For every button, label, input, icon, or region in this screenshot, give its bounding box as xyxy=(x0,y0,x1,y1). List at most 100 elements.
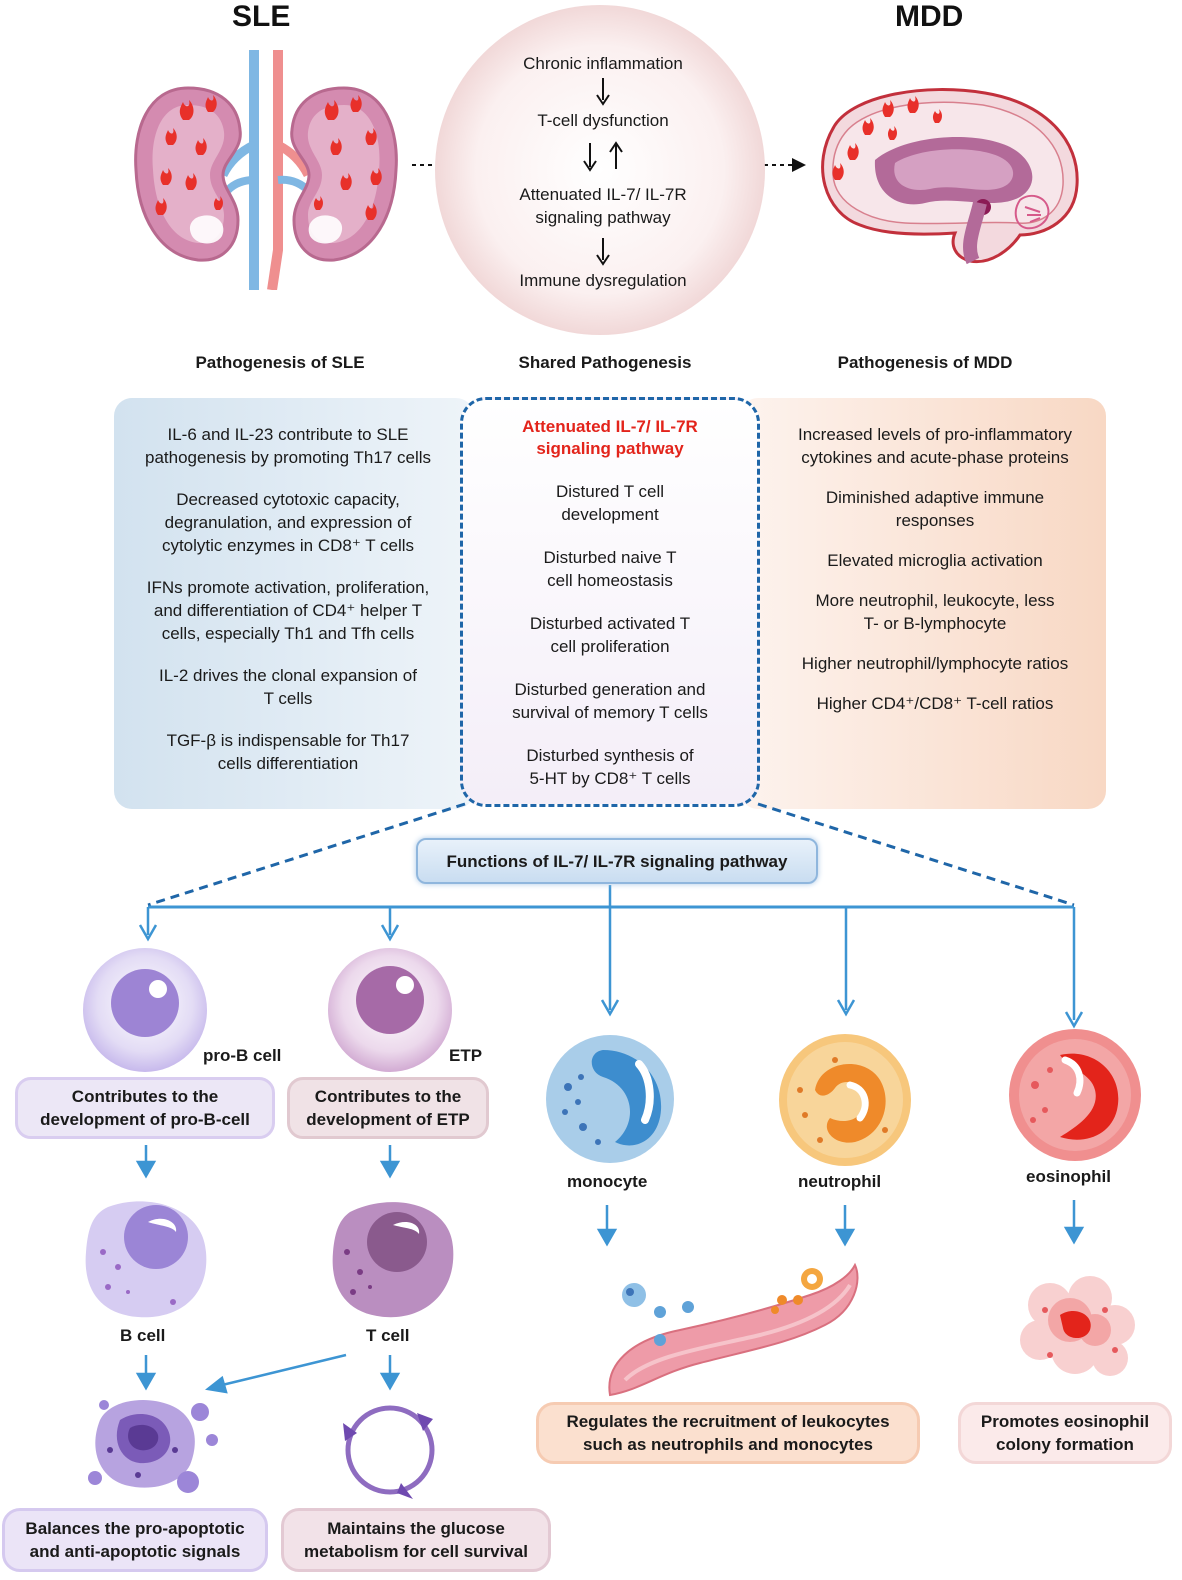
mdd-item-2-line: Diminished adaptive immune xyxy=(825,488,1045,507)
shared-item-1-line: development xyxy=(561,505,659,524)
sle-title: SLE xyxy=(232,0,291,33)
mdd-item-4-line: T- or B-lymphocyte xyxy=(863,614,1007,633)
shared-item-3-line: Disturbed activated T xyxy=(529,614,691,633)
kidney-illustration xyxy=(134,50,398,290)
mdd-item-3: Elevated microglia activation xyxy=(765,549,1105,572)
shared-panel xyxy=(460,397,760,807)
mdd-title: MDD xyxy=(895,0,964,33)
title-pathogenesis-sle: Pathogenesis of SLE xyxy=(195,353,365,372)
shared-item-5-line: Disturbed synthesis of xyxy=(526,746,694,765)
sle-item-5-line: cells differentiation xyxy=(217,754,359,773)
connector-lines xyxy=(138,802,1084,1029)
flow-step-immune-dysregulation: Immune dysregulation xyxy=(519,271,687,290)
apoptotic-cell-icon xyxy=(88,1400,218,1493)
label-etp: ETP xyxy=(449,1046,483,1065)
mdd-item-1-line: Increased levels of pro-inflammatory xyxy=(797,425,1072,444)
pill-pro-b-line2: development of pro-B-cell xyxy=(40,1110,250,1129)
title-pathogenesis-mdd: Pathogenesis of MDD xyxy=(837,353,1013,372)
pill-gluc-line2: metabolism for cell survival xyxy=(304,1542,528,1561)
pill-leuko-line2: such as neutrophils and monocytes xyxy=(582,1435,873,1454)
sle-item-2-line: Decreased cytotoxic capacity, xyxy=(176,490,400,509)
pill-apop-line1: Balances the pro-apoptotic xyxy=(25,1519,245,1538)
label-t-cell: T cell xyxy=(366,1326,410,1345)
sle-item-3-line: cells, especially Th1 and Tfh cells xyxy=(161,624,415,643)
eosinophil-icon xyxy=(1009,1029,1141,1161)
flow-step-attenuated-line1: Attenuated IL-7/ IL-7R xyxy=(519,185,687,204)
functions-title-box: Functions of IL-7/ IL-7R signaling pathw… xyxy=(416,838,818,884)
pill-leukocyte-recruitment: Regulates the recruitment of leukocytes s… xyxy=(536,1402,920,1464)
sle-item-4-line: T cells xyxy=(263,689,313,708)
mdd-item-5: Higher neutrophil/lymphocyte ratios xyxy=(765,652,1105,675)
label-b-cell: B cell xyxy=(120,1326,166,1345)
sle-item-2-line: degranulation, and expression of xyxy=(164,513,412,532)
shared-item-1-line: Distured T cell xyxy=(555,482,665,501)
pill-etp-development: Contributes to the development of ETP xyxy=(287,1077,489,1139)
pill-eosinophil-colony: Promotes eosinophil colony formation xyxy=(958,1402,1172,1464)
shared-item-1: Distured T cell development xyxy=(470,480,750,526)
shared-heading-line2: signaling pathway xyxy=(536,439,684,458)
pill-pro-b-line1: Contributes to the xyxy=(71,1087,219,1106)
pill-eos-line1: Promotes eosinophil xyxy=(980,1412,1150,1431)
pill-apoptotic-balance: Balances the pro-apoptotic and anti-apopt… xyxy=(2,1508,268,1572)
pill-eos-line2: colony formation xyxy=(996,1435,1134,1454)
sle-item-3-line: and differentiation of CD4⁺ helper T xyxy=(153,601,423,620)
flow-step-chronic-inflammation: Chronic inflammation xyxy=(523,54,683,73)
shared-heading-line1: Attenuated IL-7/ IL-7R xyxy=(522,417,698,436)
shared-circle xyxy=(435,5,765,335)
mdd-item-5-line: Higher neutrophil/lymphocyte ratios xyxy=(801,654,1069,673)
pill-gluc-line1: Maintains the glucose xyxy=(327,1519,505,1538)
sle-item-1-line: IL-6 and IL-23 contribute to SLE xyxy=(167,425,409,444)
blood-vessel-icon xyxy=(608,1262,859,1397)
shared-item-5: Disturbed synthesis of 5-HT by CD8⁺ T ce… xyxy=(470,744,750,790)
sle-item-3-line: IFNs promote activation, proliferation, xyxy=(146,578,430,597)
mdd-item-1-line: cytokines and acute-phase proteins xyxy=(801,448,1069,467)
pro-b-cell-icon xyxy=(83,948,207,1072)
pill-etp-line2: development of ETP xyxy=(306,1110,470,1129)
sle-item-5: TGF-β is indispensable for Th17 cells di… xyxy=(118,729,458,775)
sle-item-4: IL-2 drives the clonal expansion of T ce… xyxy=(118,664,458,710)
shared-item-2-line: Disturbed naive T xyxy=(543,548,677,567)
brain-illustration xyxy=(821,88,1079,265)
shared-panel-heading: Attenuated IL-7/ IL-7R signaling pathway xyxy=(470,416,750,460)
shared-item-5-line: 5-HT by CD8⁺ T cells xyxy=(529,769,691,788)
flow-step-attenuated-line2: signaling pathway xyxy=(535,208,671,227)
pill-glucose-metabolism: Maintains the glucose metabolism for cell… xyxy=(281,1508,551,1572)
metabolism-cycle-icon xyxy=(343,1405,435,1499)
pill-apop-line2: and anti-apoptotic signals xyxy=(29,1542,241,1561)
etp-cell-icon xyxy=(328,948,452,1072)
sle-item-1-line: pathogenesis by promoting Th17 cells xyxy=(144,448,432,467)
flow-step-t-cell-dysfunction: T-cell dysfunction xyxy=(537,111,669,130)
label-neutrophil: neutrophil xyxy=(798,1172,882,1191)
t-cell-icon xyxy=(332,1202,454,1318)
sle-item-5-line: TGF-β is indispensable for Th17 xyxy=(166,731,410,750)
shared-item-4: Disturbed generation and survival of mem… xyxy=(470,678,750,724)
eosinophil-colony-icon xyxy=(1020,1276,1135,1376)
mdd-item-4: More neutrophil, leukocyte, less T- or B… xyxy=(765,589,1105,635)
shared-panel-list: Attenuated IL-7/ IL-7R signaling pathway… xyxy=(470,416,750,809)
shared-item-4-line: survival of memory T cells xyxy=(512,703,708,722)
shared-item-2: Disturbed naive T cell homeostasis xyxy=(470,546,750,592)
mdd-item-2: Diminished adaptive immune responses xyxy=(765,486,1105,532)
sle-item-1: IL-6 and IL-23 contribute to SLE pathoge… xyxy=(118,423,458,469)
monocyte-icon xyxy=(546,1035,674,1163)
flow-step-attenuated-il7: Attenuated IL-7/ IL-7R signaling pathway xyxy=(450,183,756,229)
mdd-item-1: Increased levels of pro-inflammatory cyt… xyxy=(765,423,1105,469)
shared-item-3: Disturbed activated T cell proliferation xyxy=(470,612,750,658)
neutrophil-icon xyxy=(779,1034,911,1166)
sle-item-3: IFNs promote activation, proliferation, … xyxy=(118,576,458,645)
mdd-item-2-line: responses xyxy=(895,511,975,530)
pill-etp-line1: Contributes to the xyxy=(314,1087,462,1106)
mdd-item-6: Higher CD4⁺/CD8⁺ T-cell ratios xyxy=(765,692,1105,715)
mdd-item-6-line: Higher CD4⁺/CD8⁺ T-cell ratios xyxy=(816,694,1054,713)
pill-pro-b-development: Contributes to the development of pro-B-c… xyxy=(15,1077,275,1139)
label-pro-b-cell: pro-B cell xyxy=(203,1046,282,1065)
label-monocyte: monocyte xyxy=(567,1172,648,1191)
pill-leuko-line1: Regulates the recruitment of leukocytes xyxy=(566,1412,890,1431)
sle-item-4-line: IL-2 drives the clonal expansion of xyxy=(159,666,417,685)
sle-panel-list: IL-6 and IL-23 contribute to SLE pathoge… xyxy=(118,423,458,794)
mdd-item-4-line: More neutrophil, leukocyte, less xyxy=(815,591,1055,610)
shared-item-2-line: cell homeostasis xyxy=(547,571,673,590)
shared-item-3-line: cell proliferation xyxy=(550,637,670,656)
mdd-item-3-line: Elevated microglia activation xyxy=(827,551,1043,570)
sle-item-2-line: cytolytic enzymes in CD8⁺ T cells xyxy=(161,536,415,555)
